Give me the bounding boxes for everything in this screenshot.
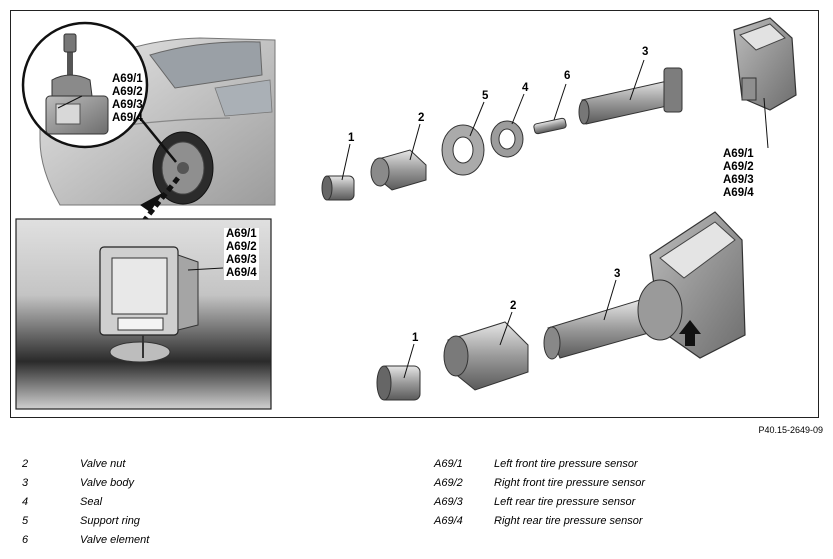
legend-value: Right rear tire pressure sensor — [494, 515, 643, 527]
legend-row: 6 Valve element — [22, 534, 149, 553]
callout-part-1-upper: 1 — [348, 132, 355, 144]
up-arrow-icon — [679, 320, 701, 346]
callout-right-sensor: A69/1 A69/2 A69/3 A69/4 — [723, 148, 754, 200]
legend-key: A69/2 — [434, 477, 463, 489]
callout-part-3-upper: 3 — [642, 46, 649, 58]
legend-key: 3 — [22, 477, 29, 489]
legend-left: 2 Valve nut 3 Valve body 4 Seal 5 Support ri… — [22, 458, 149, 553]
part-2-lower — [443, 321, 529, 391]
sensor-top-right — [733, 17, 797, 111]
legend-value: Support ring — [80, 515, 140, 527]
callout-line: A69/4 — [112, 112, 143, 124]
callout-part-2-lower: 2 — [510, 300, 517, 312]
legend-value: Valve nut — [80, 458, 126, 470]
callout-line: A69/3 — [723, 174, 754, 186]
part-2-upper — [370, 149, 427, 191]
legend-value: Valve element — [80, 534, 150, 546]
part-4 — [490, 120, 524, 158]
legend-row: 4 Seal — [22, 496, 149, 515]
legend-row: A69/1 Left front tire pressure sensor — [434, 458, 645, 477]
legend-key: 4 — [22, 496, 29, 508]
legend-value: Left rear tire pressure sensor — [494, 496, 636, 508]
callout-part-3-lower: 3 — [614, 268, 621, 280]
part-5 — [441, 124, 485, 176]
sensor-bottom-right — [637, 211, 746, 359]
figure-code: P40.15-2649-09 — [758, 425, 823, 435]
callout-line: A69/1 — [226, 228, 257, 240]
callout-line: A69/4 — [723, 187, 754, 199]
callout-line: A69/2 — [112, 86, 143, 98]
callout-line: A69/3 — [112, 99, 143, 111]
callout-line: A69/4 — [226, 267, 257, 279]
pointer-arrow — [140, 176, 180, 224]
legend-row: 5 Support ring — [22, 515, 149, 534]
callout-line: A69/2 — [226, 241, 257, 253]
legend-key: 2 — [22, 458, 29, 470]
callout-line: A69/1 — [112, 73, 143, 85]
part-6 — [533, 117, 567, 135]
callout-line: A69/1 — [723, 148, 754, 160]
callout-inset-bottom: A69/1 A69/2 A69/3 A69/4 — [224, 228, 259, 280]
legend-value: Left front tire pressure sensor — [494, 458, 638, 470]
lower-parts — [376, 211, 746, 401]
callout-line: A69/3 — [226, 254, 257, 266]
callout-inset-top: A69/1 A69/2 A69/3 A69/4 — [112, 73, 143, 125]
legend-row: 3 Valve body — [22, 477, 149, 496]
callout-part-5: 5 — [482, 90, 489, 102]
upper-parts — [321, 67, 683, 201]
part-1-lower — [376, 365, 421, 401]
callout-part-2-upper: 2 — [418, 112, 425, 124]
callout-line: A69/2 — [723, 161, 754, 173]
legend-value: Valve body — [80, 477, 135, 489]
callout-part-6: 6 — [564, 70, 571, 82]
leader-lines — [57, 59, 769, 379]
legend-row: A69/4 Right rear tire pressure sensor — [434, 515, 645, 534]
legend-key: 6 — [22, 534, 29, 546]
callout-part-4: 4 — [522, 82, 529, 94]
part-3-upper — [578, 67, 683, 125]
legend-key: A69/3 — [434, 496, 463, 508]
magnifier-inset — [21, 21, 177, 163]
part-3-lower — [543, 299, 653, 360]
legend-row: A69/3 Left rear tire pressure sensor — [434, 496, 645, 515]
legend-key: A69/1 — [434, 458, 463, 470]
legend-row: 2 Valve nut — [22, 458, 149, 477]
part-1-upper — [321, 175, 355, 201]
legend-key: A69/4 — [434, 515, 463, 527]
legend-value: Right front tire pressure sensor — [494, 477, 646, 489]
legend-value: Seal — [80, 496, 103, 508]
legend-row: A69/2 Right front tire pressure sensor — [434, 477, 645, 496]
legend-key: 5 — [22, 515, 29, 527]
callout-part-1-lower: 1 — [412, 332, 419, 344]
legend-right: A69/1 Left front tire pressure sensor A69… — [434, 458, 645, 534]
